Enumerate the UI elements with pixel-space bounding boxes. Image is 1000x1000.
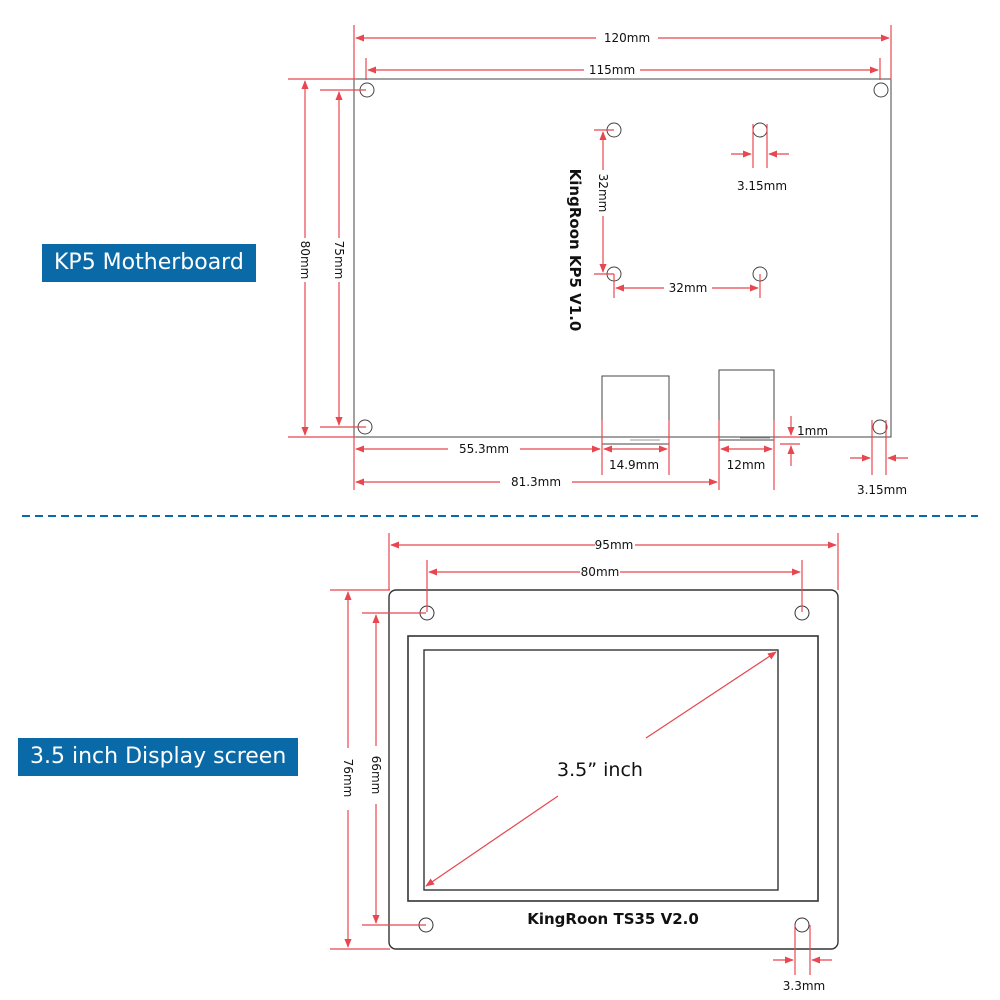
dim-display-overall-width: 95mm: [595, 538, 634, 552]
mount-hole-bottom-right: [872, 419, 888, 435]
mount-hole-top-right: [873, 82, 889, 98]
display-section-label: 3.5 inch Display screen: [18, 738, 299, 776]
display-outline: [388, 589, 839, 950]
motherboard-drawing: KingRoon KP5 V1.0: [353, 78, 892, 445]
dim-port1-offset: 55.3mm: [459, 442, 509, 456]
motherboard-dimensions: [288, 25, 908, 490]
port-two: [718, 369, 775, 441]
dim-hole-span-width: 115mm: [589, 63, 635, 77]
dim-port2-offset: 81.3mm: [511, 475, 561, 489]
display-diagonal-label: 3.5” inch: [557, 759, 643, 781]
display-dimension-labels: 95mm 80mm 76mm 66mm 3.3mm: [341, 538, 825, 993]
dim-port-overhang: 1mm: [797, 424, 828, 438]
display-active-area: [423, 649, 779, 891]
dim-hole-diameter-bottom: 3.15mm: [857, 483, 907, 497]
motherboard-outline: [353, 78, 892, 438]
motherboard-section-label: KP5 Motherboard: [42, 244, 256, 282]
dim-overall-width: 120mm: [604, 31, 650, 45]
dim-hole-diameter-top: 3.15mm: [737, 179, 787, 193]
dim-display-hole-span-width: 80mm: [581, 565, 620, 579]
dim-display-hole-span-height: 66mm: [369, 756, 383, 795]
dim-port1-width: 14.9mm: [609, 458, 659, 472]
dim-port2-width: 12mm: [727, 458, 766, 472]
dim-display-hole-diameter: 3.3mm: [783, 979, 825, 993]
display-dimensions: [330, 533, 839, 975]
dim-overall-height: 80mm: [298, 241, 312, 280]
dim-horizontal-spacing: 32mm: [669, 281, 708, 295]
dim-hole-span-height: 75mm: [332, 241, 346, 280]
display-board-name: KingRoon TS35 V2.0: [527, 910, 699, 928]
motherboard-dimension-labels: 120mm 115mm 80mm 75mm 32mm 32mm 3.15mm 5…: [298, 31, 907, 497]
dim-display-overall-height: 76mm: [341, 759, 355, 798]
dim-vertical-spacing: 32mm: [596, 174, 610, 213]
display-bezel: [407, 635, 819, 902]
port-one: [601, 375, 670, 445]
display-hole-bottom-right: [794, 917, 810, 933]
motherboard-board-name: KingRoon KP5 V1.0: [566, 169, 584, 332]
display-drawing: KingRoon TS35 V2.0 3.5” inch: [388, 589, 839, 950]
inner-hole-top-right: [752, 122, 768, 138]
